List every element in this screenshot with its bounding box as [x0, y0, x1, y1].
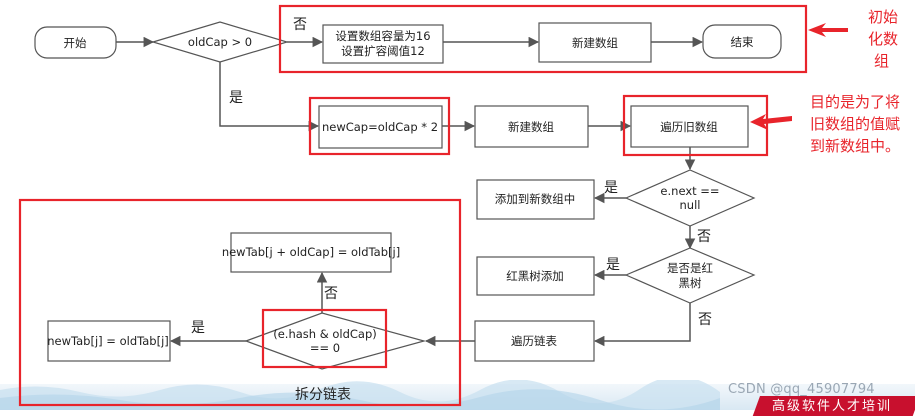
- highlight-init-region: [278, 4, 808, 74]
- new-array-top-box: [538, 22, 652, 63]
- newcap-label: newCap=oldCap * 2: [322, 120, 438, 134]
- csdn-watermark: CSDN @qq_45907794: [728, 382, 875, 397]
- end-label: 结束: [731, 35, 754, 49]
- rbtree-add-label: 红黑树添加: [506, 269, 564, 283]
- annotation-init-2: 化数: [868, 30, 898, 48]
- edge-label-no-enext: 否: [697, 229, 711, 245]
- edge-label-yes-rbtree: 是: [606, 257, 620, 273]
- highlight-hash-cond: [261, 308, 388, 369]
- cond-enext-label-2: null: [680, 198, 701, 212]
- add-to-new-label: 添加到新数组中: [495, 192, 576, 206]
- cond-hash-diamond: [244, 312, 427, 370]
- edge-label-yes-left: 是: [229, 90, 243, 106]
- annotation-purpose-1: 目的是为了将: [810, 93, 900, 111]
- edge-label-no-rbtree: 否: [698, 312, 712, 328]
- start-label: 开始: [64, 36, 87, 50]
- highlights: [18, 4, 808, 407]
- annotation-init-3: 组: [874, 52, 889, 70]
- add-to-new-box: [476, 179, 595, 220]
- cond-hash-label-1: (e.hash & oldCap): [273, 327, 377, 341]
- cond-oldcap-diamond: [150, 21, 290, 63]
- newcap-box: [318, 105, 443, 149]
- rbtree-add-box: [476, 256, 595, 296]
- annotation-init-1: 初始: [868, 8, 898, 26]
- split-list-caption: 拆分链表: [295, 387, 351, 403]
- annotation-arrows: [750, 23, 848, 130]
- cond-hash-label-2: == 0: [310, 341, 340, 355]
- highlight-traverse-old: [622, 94, 769, 157]
- assign-high-label: newTab[j + oldCap] = oldTab[j]: [222, 245, 400, 259]
- new-array-top-label: 新建数组: [572, 36, 618, 50]
- cond-oldcap-label: oldCap > 0: [188, 35, 252, 49]
- edge-label-no-hash: 否: [324, 286, 338, 302]
- traverse-old-box: [630, 105, 749, 148]
- init-label-2: 设置扩容阈值12: [341, 44, 425, 58]
- init-box: [322, 24, 444, 64]
- assign-high-box: [230, 232, 392, 273]
- init-label-1: 设置数组容量为16: [335, 29, 430, 43]
- cond-enext-label-1: e.next ==: [660, 184, 719, 198]
- cond-rbtree-diamond: [624, 247, 756, 304]
- highlight-split-list: [18, 198, 462, 407]
- edge-label-yes-hash: 是: [191, 320, 205, 336]
- highlight-newcap: [308, 96, 451, 156]
- start-node: [34, 26, 117, 59]
- new-array-mid-label: 新建数组: [508, 120, 554, 134]
- new-array-mid-box: [474, 105, 589, 148]
- cond-rbtree-label-2: 黑树: [679, 276, 702, 290]
- traverse-list-label: 遍历链表: [511, 334, 557, 348]
- edge-label-yes-enext: 是: [604, 180, 618, 196]
- nodes: [34, 21, 782, 370]
- edge-label-no-top: 否: [293, 17, 307, 33]
- annotation-purpose-2: 旧数组的值赋: [810, 115, 900, 133]
- cond-enext-diamond: [624, 169, 756, 227]
- edge-rbtree-no-to-list: [593, 303, 691, 347]
- annotation-purpose-3: 到新数组中。: [810, 137, 900, 155]
- banner-text: 高级软件人才培训: [772, 399, 893, 414]
- assign-low-box: [47, 320, 171, 362]
- annotation-arrow-init: [808, 23, 848, 37]
- traverse-list-box: [474, 320, 595, 362]
- cond-rbtree-label-1: 是否是红: [667, 261, 713, 275]
- traverse-old-label: 遍历旧数组: [660, 120, 718, 134]
- edge-cond-yes-to-newcap: [219, 62, 320, 132]
- annotation-arrow-purpose: [750, 114, 792, 130]
- end-node: [702, 24, 782, 59]
- assign-low-label: newTab[j] = oldTab[j]: [47, 334, 169, 348]
